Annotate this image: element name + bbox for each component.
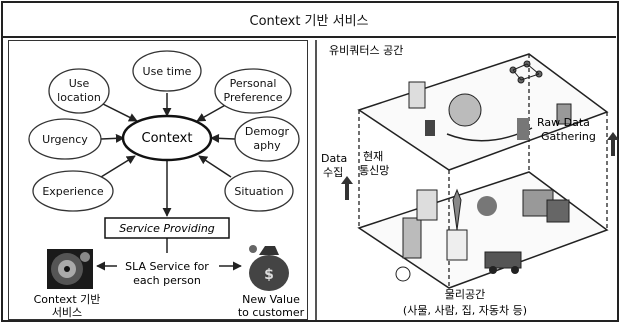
label-use-location-2: location [57, 91, 101, 104]
context-service-image [47, 249, 93, 289]
node-urgency [28, 118, 102, 160]
label-urgency: Urgency [42, 133, 88, 146]
label-personal-preference-1: Personal [230, 77, 277, 90]
label-use-time: Use time [143, 65, 192, 78]
arrow-demography [210, 133, 236, 143]
node-situation [224, 170, 294, 212]
node-use-location [48, 68, 110, 114]
plane-edges [358, 54, 608, 288]
current-network-label-2: 통신망 [359, 164, 389, 177]
svg-text:$: $ [264, 267, 274, 283]
context-factor-labels: Use location Use time Personal Preferenc… [42, 65, 289, 198]
raw-data-label-1: Raw Data [537, 116, 590, 129]
new-value-label-1: New Value [242, 293, 300, 306]
new-value-label-2: to customer [238, 306, 305, 319]
arrow-situation [198, 155, 232, 178]
label-experience: Experience [42, 185, 104, 198]
arrow-urgency [100, 133, 125, 143]
data-collection-label-1: Data [321, 152, 347, 165]
arrow-use-location [100, 102, 138, 122]
diagram-title: Context 기반 서비스 [2, 2, 616, 38]
ubiquitous-space-label: 유비쿼터스 공간 [329, 44, 403, 57]
service-providing-box [104, 217, 230, 239]
service-providing-label: Service Providing [119, 222, 215, 235]
label-demography-1: Demogr [245, 125, 290, 138]
sla-label-2: each person [133, 274, 201, 287]
space-panel: 유비쿼터스 공간 [315, 40, 619, 320]
node-experience [32, 170, 114, 212]
data-collection-label-2: 수집 [323, 166, 343, 179]
context-panel: Context Use location Use time Personal P… [8, 40, 308, 320]
context-diagram: Context Use location Use time Personal P… [28, 50, 305, 319]
gathering-arrows [341, 132, 619, 200]
physical-objects [395, 188, 570, 282]
space-diagram: 유비쿼터스 공간 [321, 44, 619, 317]
context-factor-nodes [28, 50, 300, 212]
physical-space-label: 물리공간 [445, 288, 485, 301]
node-demography [234, 116, 300, 162]
context-center-label: Context [142, 131, 193, 146]
sla-label-1: SLA Service for [125, 260, 209, 273]
physical-space-examples: (사물, 사람, 집, 자동차 등) [403, 304, 527, 317]
ubiquitous-devices [408, 60, 572, 142]
label-personal-preference-2: Preference [224, 91, 283, 104]
label-demography-2: aphy [253, 139, 281, 152]
arrow-experience [100, 155, 136, 178]
diagram-title-text: Context 기반 서비스 [249, 13, 369, 29]
node-use-time [132, 50, 202, 92]
context-service-label-2: 서비스 [52, 306, 82, 319]
context-service-label-1: Context 기반 [34, 293, 101, 306]
node-personal-preference [214, 68, 292, 114]
label-situation: Situation [234, 185, 283, 198]
label-use-location-1: Use [69, 77, 90, 90]
context-center-node [121, 114, 213, 162]
money-bag-image: $ [249, 245, 289, 291]
node-arrows [96, 93, 242, 271]
arrow-personal-preference [196, 102, 230, 122]
raw-data-label-2: Gathering [541, 130, 596, 143]
current-network-label-1: 현재 [363, 150, 383, 163]
physical-plane [357, 171, 609, 289]
